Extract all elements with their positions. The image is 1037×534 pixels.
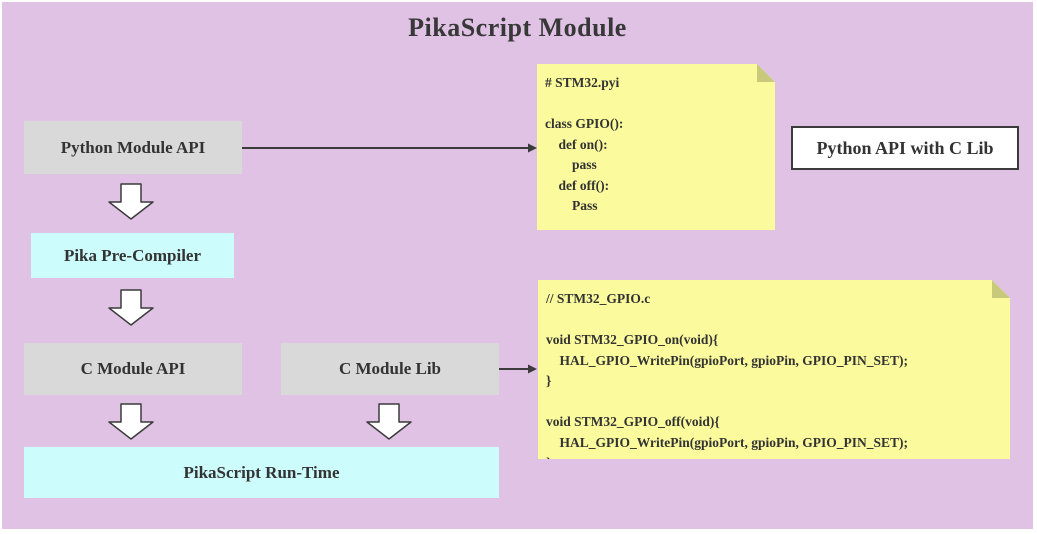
box-c-module-lib-label: C Module Lib bbox=[338, 359, 442, 378]
note-stm32-pyi: # STM32.pyi class GPIO(): def on(): pass… bbox=[537, 64, 775, 230]
box-python-api-with-c-lib: Python API with C Lib bbox=[791, 126, 1019, 170]
note-stm32-gpio-c: // STM32_GPIO.c void STM32_GPIO_on(void)… bbox=[538, 280, 1010, 459]
box-c-module-api-label: C Module API bbox=[80, 359, 186, 378]
right-arrow-connector bbox=[499, 364, 537, 374]
box-c-module-lib: C Module Lib bbox=[281, 343, 499, 395]
note-fold-corner bbox=[992, 280, 1010, 298]
down-arrow-icon bbox=[366, 403, 412, 440]
box-python-api-with-c-lib-label: Python API with C Lib bbox=[816, 137, 994, 158]
box-pika-pre-compiler-label: Pika Pre-Compiler bbox=[63, 245, 202, 265]
box-python-module-api-label: Python Module API bbox=[60, 137, 206, 157]
box-c-module-api: C Module API bbox=[24, 343, 242, 395]
diagram-title: PikaScript Module bbox=[408, 13, 627, 42]
note-fold-corner bbox=[757, 64, 775, 82]
down-arrow-icon bbox=[108, 183, 154, 220]
down-arrow-icon bbox=[108, 289, 154, 326]
down-arrow-icon bbox=[108, 403, 154, 440]
right-arrow-connector bbox=[242, 143, 537, 153]
box-python-module-api: Python Module API bbox=[24, 121, 242, 174]
box-pikascript-runtime-label: PikaScript Run-Time bbox=[183, 462, 340, 482]
note-stm32-gpio-c-code: // STM32_GPIO.c void STM32_GPIO_on(void)… bbox=[546, 291, 909, 470]
box-pikascript-runtime: PikaScript Run-Time bbox=[24, 447, 499, 498]
box-pika-pre-compiler: Pika Pre-Compiler bbox=[31, 233, 234, 278]
note-stm32-pyi-code: # STM32.pyi class GPIO(): def on(): pass… bbox=[545, 75, 624, 213]
